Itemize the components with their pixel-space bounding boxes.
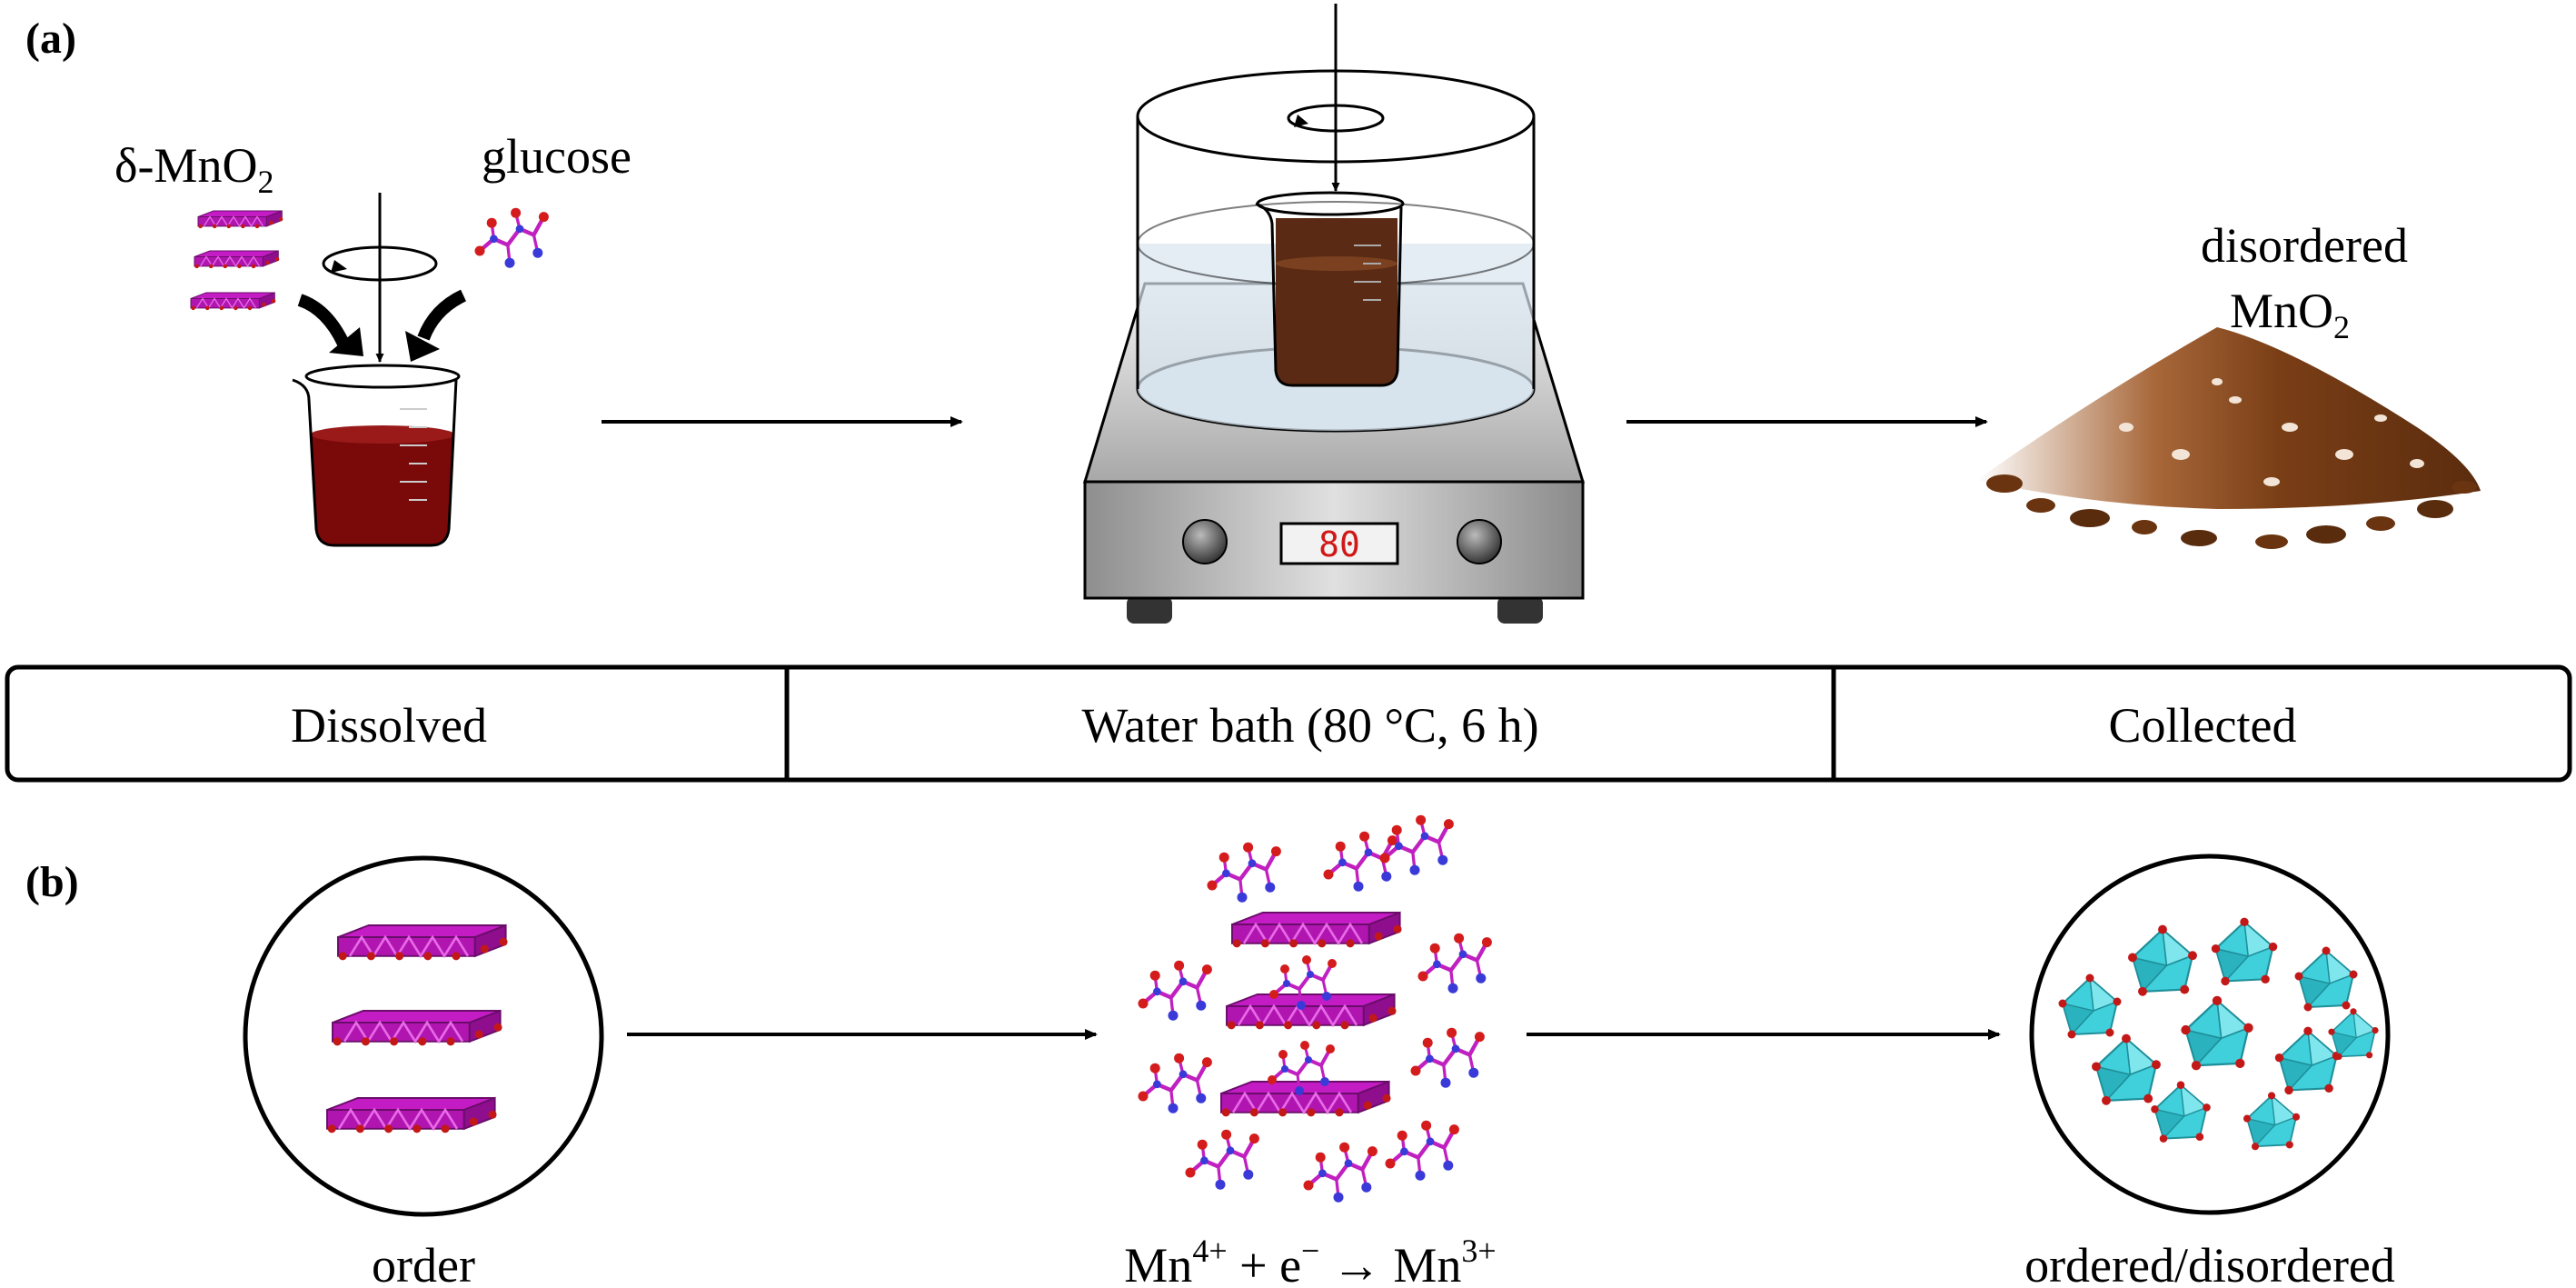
knob-left-icon [1182, 519, 1228, 564]
panel-b-label: (b) [25, 858, 79, 906]
step-dissolved: Dissolved [291, 698, 487, 753]
reagent-glucose-label: glucose [482, 129, 632, 184]
step-water-bath: Water bath (80 °C, 6 h) [1081, 698, 1538, 753]
panel-a-label: (a) [25, 15, 76, 63]
curved-arrow-left-icon [297, 294, 350, 347]
caption-ordered-disordered: ordered/disordered [2024, 1238, 2395, 1288]
product-label-line1: disordered [2201, 218, 2408, 273]
stirring-bath-icon [1287, 4, 1385, 192]
curved-arrow-right-icon [417, 289, 467, 341]
caption-order: order [372, 1238, 475, 1288]
knob-right-icon [1457, 519, 1502, 564]
display-reading: 80 [1318, 524, 1360, 564]
reagent-mno2-label: δ-MnO2 [114, 138, 274, 200]
mno2-sheets-icon [190, 210, 283, 311]
water-bath-icon [1136, 69, 1536, 433]
step-bar: Dissolved Water bath (80 °C, 6 h) Collec… [5, 664, 2572, 783]
step-collected: Collected [2109, 698, 2297, 753]
product-label-line2: MnO2 [2230, 284, 2350, 345]
intercalated-layers [1139, 815, 1492, 1203]
glucose-molecule-icon [475, 208, 549, 268]
ordered-layers-circle [243, 855, 604, 1217]
temperature-display [1279, 522, 1399, 565]
disordered-octahedra-circle [2029, 854, 2391, 1215]
stirring-icon [322, 193, 438, 363]
caption-reduction: Mn4+ + e− → Mn3+ [1124, 1233, 1496, 1288]
beaker-icon [292, 364, 461, 547]
powder-pile-icon [1977, 327, 2481, 549]
